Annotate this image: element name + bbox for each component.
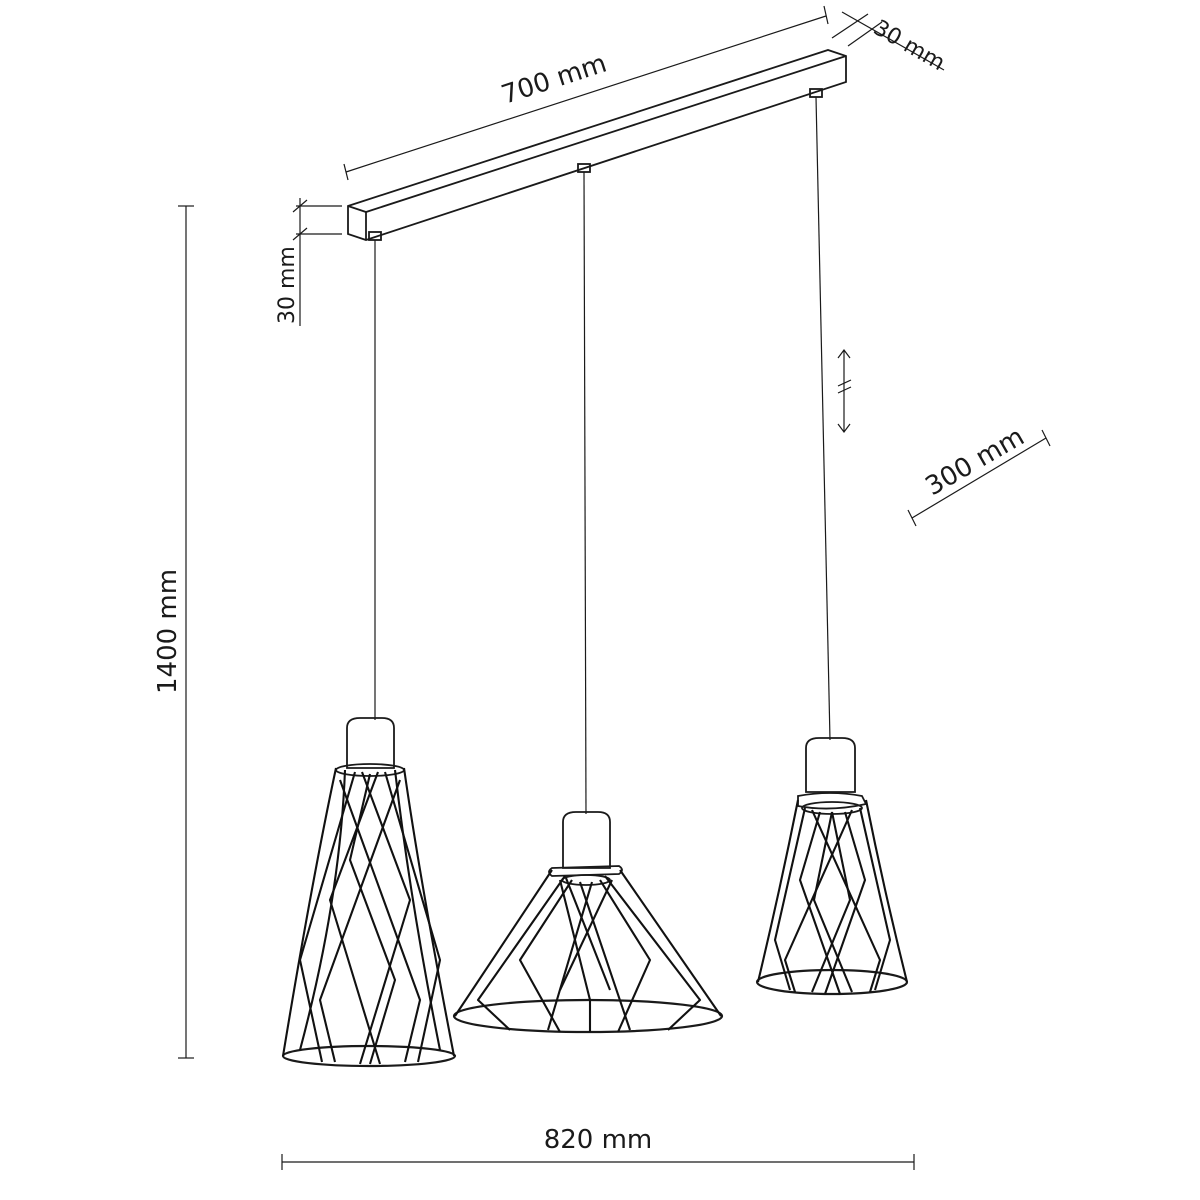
bar-depth-label: 30 mm	[869, 16, 949, 77]
shade-width-dimension	[907, 429, 1051, 527]
right-pendant-shade	[755, 737, 909, 996]
suspension-cables	[374, 96, 831, 815]
overall-height-dimension	[178, 205, 194, 1059]
bar-length-dimension	[343, 5, 829, 181]
overall-width-label: 820 mm	[544, 1125, 653, 1155]
bar-height-dimension	[292, 198, 342, 326]
adjustable-length-symbol	[837, 349, 852, 433]
overall-width-dimension	[281, 1154, 915, 1170]
left-pendant-shade	[281, 717, 457, 1068]
middle-pendant-shade	[452, 811, 724, 1034]
overall-height-label: 1400 mm	[153, 569, 183, 694]
bar-length-label: 700 mm	[498, 49, 611, 111]
bar-depth-dimension	[831, 11, 945, 71]
bar-height-label: 30 mm	[275, 246, 300, 324]
shade-width-label: 300 mm	[921, 422, 1030, 502]
